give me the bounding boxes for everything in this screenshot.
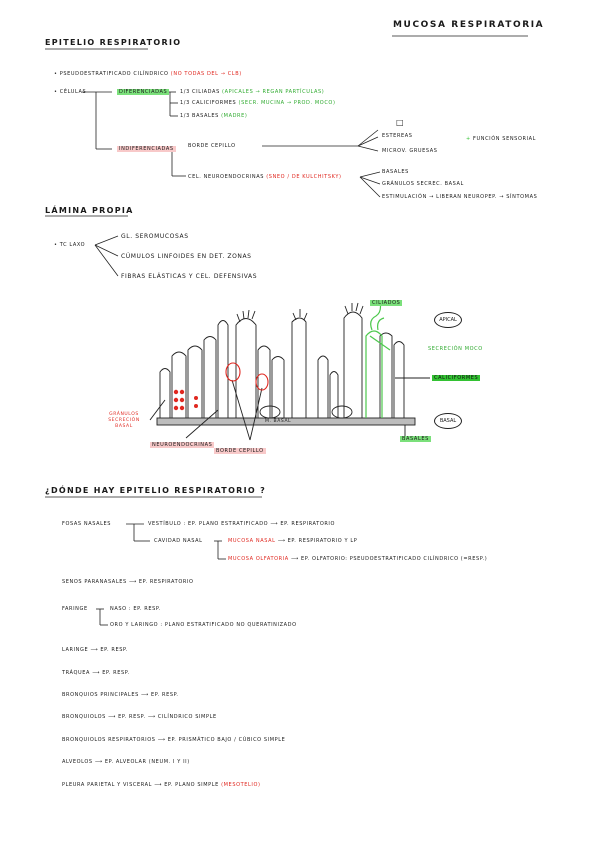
funcion-text: FUNCIÓN SENSORIAL (473, 136, 537, 142)
mnasal-to-text: EP. RESPIRATORIO Y LP (287, 538, 358, 544)
laringe-to-text: EP. RESP. (100, 647, 129, 653)
loc-mucosa-nasal: MUCOSA NASAL ⟶ EP. RESPIRATORIO Y LP (228, 538, 358, 544)
bprinc-to-text: EP. RESP. (151, 692, 179, 698)
item-basales: 1/3 BASALES (MADRE) (180, 113, 247, 119)
diagram-label-basales: BASALES (400, 436, 431, 442)
loc-senos: SENOS PARANASALES ⟶ EP. RESPIRATORIO (62, 579, 194, 585)
neuro-basales: BASALES (382, 169, 409, 175)
pleura-text: PLEURA PARIETAL Y VISCERAL (62, 782, 153, 788)
page-title: MUCOSA RESPIRATORIA (393, 20, 545, 30)
item-neuroendocrinas: CEL. NEUROENDOCRINAS (SNEO / DE KULCHITS… (188, 174, 342, 180)
caliciformes-note: (SECR. MUCINA → PROD. MOCO) (238, 100, 336, 106)
basales-note: (MADRE) (221, 113, 248, 119)
diagram-label-basal: BASAL (434, 413, 462, 429)
alveolos-text: ALVEOLOS (62, 759, 93, 765)
loc-fosas: FOSAS NASALES (62, 521, 112, 527)
section-heading-donde: ¿DÓNDE HAY EPITELIO RESPIRATORIO ? (45, 486, 267, 495)
neuroendo-text: NEUROENDOCRINAS (150, 442, 215, 448)
bordecep-text: BORDE CEPILLO (214, 448, 266, 454)
loc-alveolos: ALVEOLOS ⟶ EP. ALVEOLAR (NEUM. I Y II) (62, 759, 190, 765)
lamina-gl: GL. SEROMUCOSAS (121, 233, 189, 240)
loc-bronquiolos: BRONQUIOLOS ⟶ EP. RESP. ⟶ CILÍNDRICO SIM… (62, 714, 217, 720)
celulas-text: CÉLULAS (59, 89, 87, 95)
basales-text: 1/3 BASALES (180, 113, 219, 119)
diagram-label-neuroendocrinas: NEUROENDOCRINAS (150, 442, 215, 448)
loc-cavidad: CAVIDAD NASAL (154, 538, 203, 544)
diferenciadas-text: DIFERENCIADAS (117, 89, 170, 95)
loc-bronquiolos-resp: BRONQUIOLOS RESPIRATORIOS ⟶ EP. PRISMÁTI… (62, 737, 286, 743)
mnasal-text: MUCOSA NASAL (228, 538, 276, 544)
section-heading-epitelio: EPITELIO RESPIRATORIO (45, 38, 182, 47)
loc-bronquios: BRONQUIOS PRINCIPALES ⟶ EP. RESP. (62, 692, 179, 698)
lamina-cumulos: CÚMULOS LINFOIDES EN DET. ZONAS (121, 253, 252, 260)
diagram-label-apical: APICAL (434, 312, 462, 328)
alveolos-to-text: EP. ALVEOLAR (NEUM. I Y II) (104, 759, 190, 765)
diagram-label-ciliados: CILIADOS (370, 300, 403, 306)
bronquiolos-text: BRONQUIOLOS (62, 714, 106, 720)
neuro-granulos: GRÁNULOS SECREC. BASAL (382, 181, 464, 187)
molf-to-text: EP. OLFATORIO: PSEUDOESTRATIFICADO CILÍN… (300, 556, 488, 562)
pseudo-note: (NO TODAS DEL → CLB) (170, 71, 242, 77)
caliciformes-text: 1/3 CALICIFORMES (180, 100, 237, 106)
item-borde-cepillo: BORDE CEPILLO (188, 143, 236, 149)
bresp-to-text: EP. PRISMÁTICO BAJO / CÚBICO SIMPLE (167, 737, 286, 743)
bullet-celulas: • CÉLULAS (54, 89, 87, 95)
loc-faringe: FARINGE (62, 606, 88, 612)
ciliados-text: CILIADOS (370, 300, 403, 306)
diagram-label-borde: BORDE CEPILLO (214, 448, 266, 454)
bronquiolos-to2-text: CILÍNDRICO SIMPLE (157, 714, 217, 720)
molf-text: MUCOSA OLFATORIA (228, 556, 289, 562)
label-diferenciadas: DIFERENCIADAS (117, 89, 170, 95)
section-heading-lamina: LÁMINA PROPIA (45, 206, 134, 215)
item-ciliadas: 1/3 CILIADAS (APICALES → REGAN PARTÍCULA… (180, 89, 324, 95)
borde-funcion: + FUNCIÓN SENSORIAL (466, 136, 537, 142)
label-indiferenciadas: INDIFERENCIADAS (117, 146, 176, 152)
ciliadas-note: (APICALES → REGAN PARTÍCULAS) (222, 89, 325, 95)
loc-oro: ORO Y LARINGO : PLANO ESTRATIFICADO NO Q… (110, 622, 297, 628)
diagram-label-mbasal: M. BASAL (265, 419, 292, 424)
caliciformes-diag-text: CALICIFORMES (432, 375, 481, 381)
item-caliciformes: 1/3 CALICIFORMES (SECR. MUCINA → PROD. M… (180, 100, 336, 106)
bronquiolos-to-text: EP. RESP. (118, 714, 146, 720)
basales-diag-text: BASALES (400, 436, 431, 442)
loc-pleura: PLEURA PARIETAL Y VISCERAL ⟶ EP. PLANO S… (62, 782, 261, 788)
loc-mucosa-olfatoria: MUCOSA OLFATORIA ⟶ EP. OLFATORIO: PSEUDO… (228, 556, 488, 562)
senos-to-text: EP. RESPIRATORIO (138, 579, 194, 585)
bullet-tc-laxo: • TC LAXO (54, 242, 86, 248)
diagram-label-caliciformes: CALICIFORMES (432, 375, 481, 381)
bresp-text: BRONQUIOLOS RESPIRATORIOS (62, 737, 156, 743)
diagram-label-granulos: GRÁNULOS SECRECIÓN BASAL (108, 412, 140, 429)
laringe-text: LARINGE (62, 647, 89, 653)
pseudo-text: PSEUDOESTRATIFICADO CILÍNDRICO (59, 71, 169, 77)
vest-text: VESTÍBULO : EP. PLANO ESTRATIFICADO (148, 521, 269, 527)
diagram-label-secrecion: SECRECIÓN MOCO (428, 346, 483, 352)
neuro-text: CEL. NEUROENDOCRINAS (188, 174, 265, 180)
vest-to-text: EP. RESPIRATORIO (280, 521, 336, 527)
loc-traquea: TRÁQUEA ⟶ EP. RESP. (62, 670, 130, 676)
lamina-fibras: FIBRAS ELÁSTICAS Y CEL. DEFENSIVAS (121, 273, 258, 280)
bullet-pseudoestratificado: • PSEUDOESTRATIFICADO CILÍNDRICO (NO TOD… (54, 71, 242, 77)
borde-esteras: ESTEREAS (382, 133, 413, 139)
bprinc-text: BRONQUIOS PRINCIPALES (62, 692, 139, 698)
loc-vestibulo: VESTÍBULO : EP. PLANO ESTRATIFICADO ⟶ EP… (148, 521, 336, 527)
neuro-estimulacion: ESTIMULACIÓN → LIBERAN NEUROPEP. → SÍNTO… (382, 194, 538, 200)
traquea-text: TRÁQUEA (62, 670, 91, 676)
borde-microv: MICROV. GRUESAS (382, 148, 438, 154)
loc-laringe: LARINGE ⟶ EP. RESP. (62, 647, 129, 653)
tc-text: TC LAXO (59, 242, 86, 248)
loc-naso: NASO : EP. RESP. (110, 606, 161, 612)
senos-text: SENOS PARANASALES (62, 579, 127, 585)
cup-icon: □ (396, 118, 405, 127)
ciliadas-text: 1/3 CILIADAS (180, 89, 220, 95)
neuro-note: (SNEO / DE KULCHITSKY) (266, 174, 342, 180)
traquea-to-text: EP. RESP. (102, 670, 130, 676)
pleura-to-text: EP. PLANO SIMPLE (164, 782, 219, 788)
pleura-note: (MESOTELIO) (221, 782, 261, 788)
indiferenciadas-text: INDIFERENCIADAS (117, 146, 176, 152)
